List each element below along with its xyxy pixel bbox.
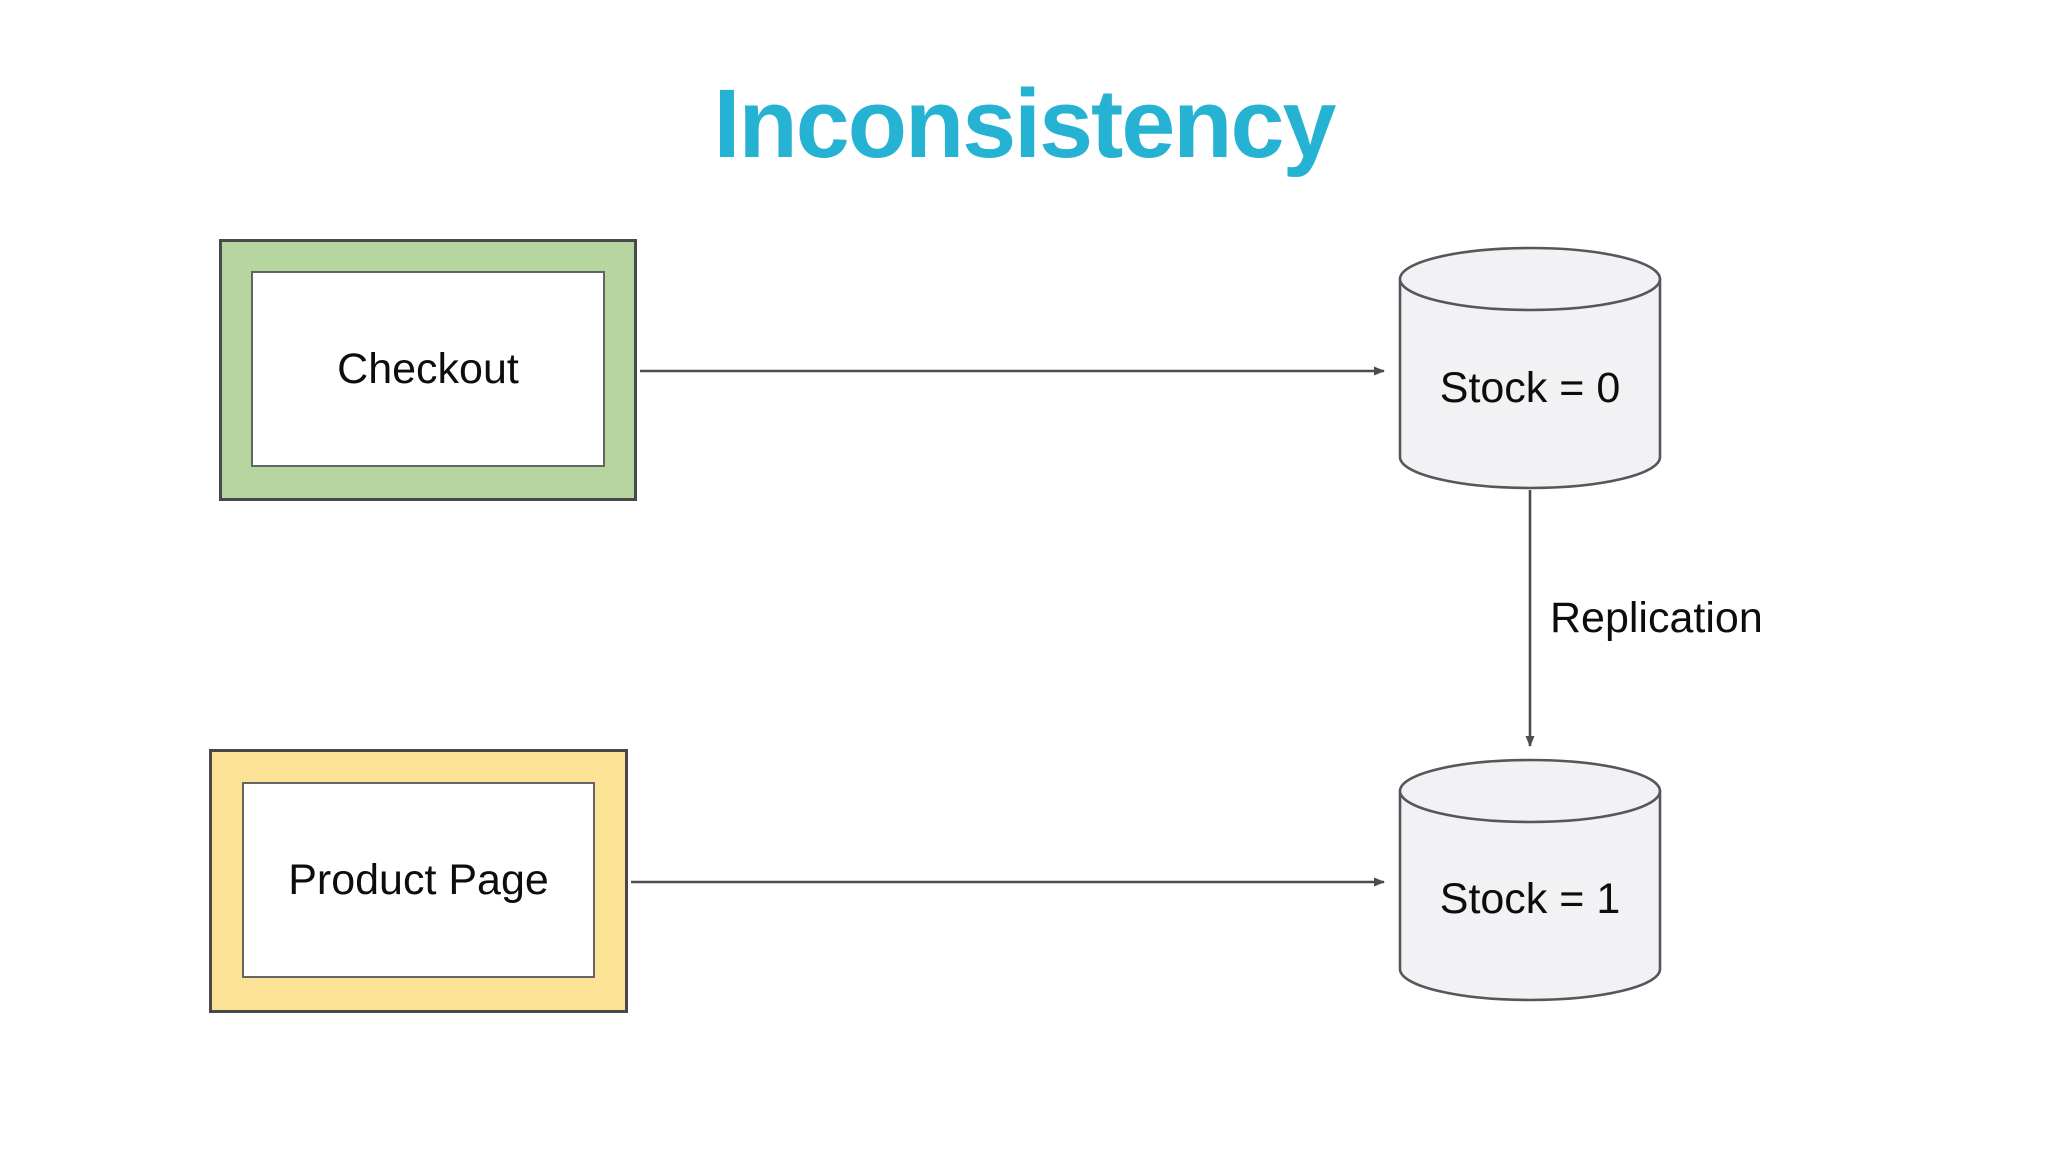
product-page-label: Product Page	[288, 855, 549, 904]
diagram-title: Inconsistency	[713, 69, 1337, 178]
database-cylinder-icon	[1398, 246, 1662, 490]
stock-primary-database-node: Stock = 0	[1398, 246, 1662, 490]
checkout-label: Checkout	[337, 344, 519, 393]
product-page-node-inner-box: Product Page	[242, 782, 595, 978]
replication-edge-label: Replication	[1550, 594, 1763, 642]
stock-replica-label: Stock = 1	[1439, 875, 1621, 923]
stock-primary-label: Stock = 0	[1439, 364, 1621, 412]
checkout-node: Checkout	[219, 239, 637, 501]
checkout-node-inner-box: Checkout	[251, 271, 605, 467]
product-page-node: Product Page	[209, 749, 628, 1013]
stock-replica-database-node: Stock = 1	[1398, 758, 1662, 1002]
database-cylinder-icon	[1398, 758, 1662, 1002]
